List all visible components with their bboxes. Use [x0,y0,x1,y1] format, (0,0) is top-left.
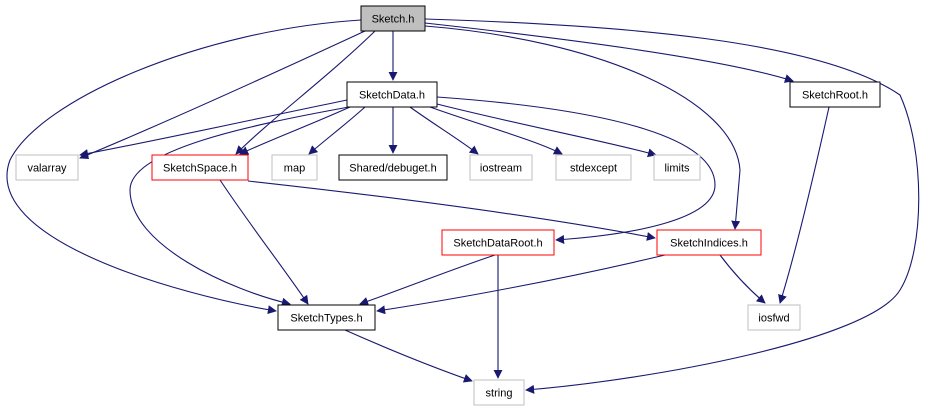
node-sketchindices-h[interactable]: SketchIndices.h [656,229,762,256]
edge-sketchdata-h-to-map [308,106,366,155]
node-box [151,154,249,181]
node-label: SketchRoot.h [802,90,868,102]
node-stdexcept: stdexcept [555,154,632,181]
node-label: SketchTypes.h [290,313,362,325]
node-label: map [284,163,305,175]
node-iosfwd: iosfwd [747,304,801,331]
node-box [473,379,525,406]
node-box [271,154,318,181]
node-label: SketchIndices.h [670,238,748,250]
node-box [789,81,881,108]
node-sketchtypes-h[interactable]: SketchTypes.h [277,304,376,331]
edge-sketchspace-h-to-sketchindices-h [247,180,656,241]
node-sketchdataroot-h[interactable]: SketchDataRoot.h [441,229,555,256]
node-sketch-h: Sketch.h [360,5,426,32]
node-label: Sketch.h [372,14,415,26]
node-sketchspace-h[interactable]: SketchSpace.h [151,154,249,181]
node-label: SketchDataRoot.h [453,238,542,250]
edge-sketchdata-h-to-stdexcept [429,106,563,155]
edge-sketch-h-to-sketchroot-h [424,22,794,83]
node-box [469,154,533,181]
node-box [653,154,701,181]
edge-sketchindices-h-to-iosfwd [719,254,766,304]
node-label: valarray [27,163,67,175]
node-sketchdata-h[interactable]: SketchData.h [346,81,438,108]
edge-sketch-h-to-sketchindices-h [424,25,741,230]
edge-sketchtypes-h-to-string [344,329,473,383]
node-string: string [473,379,525,406]
node-label: SketchSpace.h [163,163,237,175]
edge-sketch-h-to-valarray [79,30,366,160]
edge-sketchdata-h-to-sketchdataroot-h [436,96,716,244]
node-label: iostream [480,163,522,175]
edge-sketch-h-to-sketchspace-h [235,30,376,155]
edge-sketchdata-h-to-sketchspace-h [239,106,351,155]
node-box [338,154,448,181]
node-box [360,5,426,32]
edge-sketchspace-h-to-sketchtypes-h [219,179,309,305]
node-box [277,304,376,331]
node-box [656,229,762,256]
edge-sketchdata-h-to-sketchtypes-h [129,106,350,307]
node-label: SketchData.h [359,90,425,102]
node-label: iosfwd [758,313,789,325]
node-box [15,154,79,181]
edge-sketchroot-h-to-iosfwd [778,106,830,304]
node-map: map [271,154,318,181]
edge-sketch-h-to-string [424,18,920,394]
edges-layer [6,18,920,394]
node-limits: limits [653,154,701,181]
node-label: stdexcept [570,163,617,175]
edge-sketchdata-h-to-iostream [409,106,479,155]
node-debuget-h[interactable]: Shared/debuget.h [338,154,448,181]
edge-sketchdataroot-h-to-sketchtypes-h [359,254,496,306]
node-box [441,229,555,256]
node-label: Shared/debuget.h [349,163,436,175]
node-valarray: valarray [15,154,79,181]
edge-sketchdata-h-to-valarray [79,99,348,158]
edge-sketchindices-h-to-sketchtypes-h [376,254,666,315]
node-label: limits [664,163,690,175]
node-box [747,304,801,331]
node-sketchroot-h[interactable]: SketchRoot.h [789,81,881,108]
node-label: string [486,388,513,400]
node-box [555,154,632,181]
edge-sketch-h-to-sketchtypes-h [6,19,362,315]
edge-sketchdata-h-to-limits [436,103,657,158]
node-box [346,81,438,108]
node-iostream: iostream [469,154,533,181]
